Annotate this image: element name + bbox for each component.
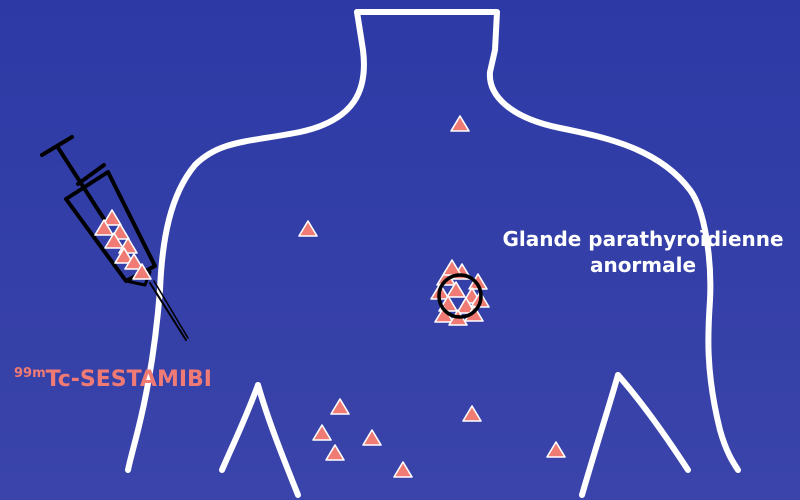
tracer-name: Tc-SESTAMIBI <box>46 367 212 392</box>
gland-label: Glande parathyroïdienne anormale <box>478 226 800 278</box>
tracer-isotope-superscript: 99m <box>14 366 46 381</box>
gland-label-line1: Glande parathyroïdienne <box>478 226 800 252</box>
gland-label-line2: anormale <box>478 252 800 278</box>
tracer-label: 99mTc-SESTAMIBI <box>14 366 212 392</box>
